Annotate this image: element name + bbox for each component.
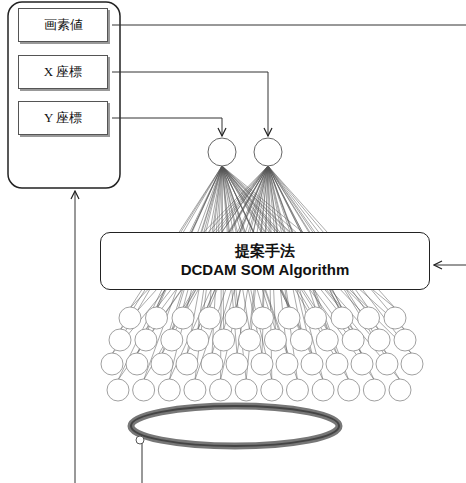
map-neuron bbox=[146, 307, 168, 329]
process-box: 提案手法DCDAM SOM Algorithm bbox=[100, 232, 430, 290]
map-neuron bbox=[376, 353, 398, 375]
map-neuron bbox=[401, 353, 423, 375]
input-frame bbox=[8, 2, 120, 188]
input-box: 画素値 bbox=[18, 8, 108, 42]
input-neuron bbox=[208, 138, 236, 166]
map-neuron bbox=[394, 329, 416, 351]
map-neuron bbox=[312, 379, 334, 401]
map-neuron bbox=[107, 379, 129, 401]
input-box: X 座標 bbox=[18, 55, 108, 89]
x-line bbox=[112, 72, 268, 136]
map-neuron bbox=[133, 379, 155, 401]
map-neuron bbox=[184, 379, 206, 401]
map-neuron bbox=[210, 379, 232, 401]
map-neuron bbox=[301, 353, 323, 375]
feedback-arrow bbox=[434, 265, 466, 266]
box-label: 画素値 bbox=[44, 17, 83, 33]
map-neuron bbox=[213, 329, 235, 351]
box-subtitle: DCDAM SOM Algorithm bbox=[181, 261, 350, 280]
map-neuron bbox=[331, 307, 353, 329]
map-neuron bbox=[261, 379, 283, 401]
map-neuron bbox=[119, 307, 141, 329]
map-neuron bbox=[235, 379, 257, 401]
map-neuron bbox=[187, 329, 209, 351]
winner-dot bbox=[136, 436, 144, 444]
map-neuron bbox=[199, 307, 221, 329]
map-neuron bbox=[252, 307, 274, 329]
map-neuron bbox=[384, 307, 406, 329]
box-label: X 座標 bbox=[44, 64, 83, 80]
map-neuron bbox=[316, 329, 338, 351]
map-neuron bbox=[161, 329, 183, 351]
map-neuron bbox=[226, 353, 248, 375]
map-neuron bbox=[358, 307, 380, 329]
map-neuron bbox=[342, 329, 364, 351]
map-neuron bbox=[276, 353, 298, 375]
ring-core bbox=[131, 406, 339, 446]
map-neuron bbox=[338, 379, 360, 401]
box-label: Y 座標 bbox=[44, 110, 82, 126]
map-neuron bbox=[351, 353, 373, 375]
return-arrow bbox=[75, 191, 76, 483]
map-neuron bbox=[278, 307, 300, 329]
box-label: 提案手法 bbox=[235, 242, 295, 261]
map-neuron bbox=[389, 379, 411, 401]
map-neuron bbox=[305, 307, 327, 329]
pixel-line bbox=[112, 25, 466, 26]
map-neuron bbox=[290, 329, 312, 351]
map-neuron bbox=[151, 353, 173, 375]
map-neuron bbox=[126, 353, 148, 375]
input-box: Y 座標 bbox=[18, 101, 108, 135]
map-neuron bbox=[109, 329, 131, 351]
map-neuron bbox=[135, 329, 157, 351]
map-neuron bbox=[225, 307, 247, 329]
map-neuron bbox=[176, 353, 198, 375]
map-neuron bbox=[251, 353, 273, 375]
y-line bbox=[112, 118, 222, 136]
ring-ellipse bbox=[131, 406, 339, 446]
map-neuron bbox=[101, 353, 123, 375]
input-neuron bbox=[254, 138, 282, 166]
map-neuron bbox=[264, 329, 286, 351]
map-neuron bbox=[239, 329, 261, 351]
map-neuron bbox=[286, 379, 308, 401]
map-neuron bbox=[158, 379, 180, 401]
map-neuron bbox=[201, 353, 223, 375]
output-line bbox=[142, 440, 143, 483]
map-neuron bbox=[368, 329, 390, 351]
map-neuron bbox=[172, 307, 194, 329]
map-neuron bbox=[326, 353, 348, 375]
map-neuron bbox=[363, 379, 385, 401]
